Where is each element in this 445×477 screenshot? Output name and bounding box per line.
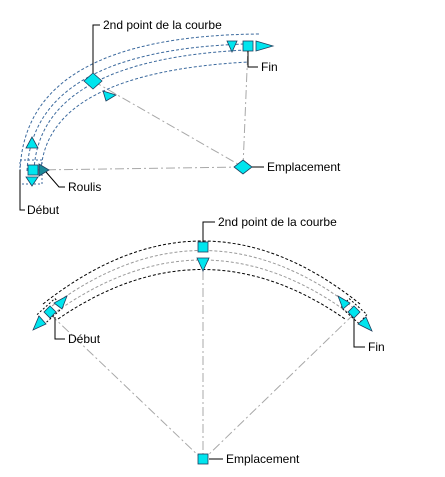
- top-construction-line-start: [33, 166, 244, 171]
- top-wall-outer-edge: [19, 33, 261, 173]
- bottom-curve-width-triangle-arrow-icon[interactable]: [196, 257, 210, 272]
- top-wall-inner-edge: [40, 61, 249, 171]
- bottom-start-lower-triangle-arrow-icon[interactable]: [32, 315, 47, 331]
- top-start-lower-triangle-arrow-icon[interactable]: [25, 176, 39, 187]
- bottom-end-square-grip-icon[interactable]: [347, 305, 361, 319]
- bottom-end-upper-triangle-arrow-icon[interactable]: [337, 295, 351, 310]
- top-roll-grip-icon[interactable]: [38, 163, 50, 177]
- top-end-length-triangle-arrow-icon[interactable]: [255, 40, 275, 52]
- top-start-square-grip-icon[interactable]: [27, 164, 39, 176]
- top-curve-point-diamond-grip-icon[interactable]: [83, 72, 103, 90]
- bottom-label-end: Fin: [368, 340, 385, 354]
- top-leader-start: [19, 170, 25, 211]
- top-leader-curve-point: [92, 24, 100, 73]
- bottom-start-upper-triangle-arrow-icon[interactable]: [53, 295, 68, 310]
- bottom-label-start: Début: [68, 332, 101, 346]
- bottom-label-curve-point: 2nd point de la courbe: [218, 215, 337, 229]
- bottom-curve-point-square-grip-icon[interactable]: [197, 241, 209, 253]
- bottom-wall-inner-edge: [57, 269, 346, 320]
- top-wall-lower-edge: [33, 49, 247, 171]
- top-curve-width-triangle-arrow-icon[interactable]: [102, 90, 117, 102]
- top-label-end: Fin: [261, 60, 278, 74]
- bottom-construction-line-start: [49, 313, 204, 461]
- bottom-leader-start: [54, 317, 65, 340]
- top-leader-roll: [45, 171, 65, 188]
- top-wall-upper-edge: [26, 43, 246, 172]
- top-construction-line-end: [242, 45, 249, 168]
- top-label-start: Début: [27, 203, 60, 217]
- top-end-width-triangle-arrow-icon[interactable]: [226, 40, 238, 53]
- top-leader-end: [247, 51, 258, 68]
- top-label-roll: Roulis: [68, 180, 101, 194]
- top-start-width-triangle-arrow-icon[interactable]: [25, 136, 39, 149]
- top-diagram: 2nd point de la courbe Fin Emplacement R…: [19, 18, 341, 217]
- bottom-location-square-grip-icon[interactable]: [197, 453, 209, 465]
- bottom-leader-end: [353, 318, 365, 348]
- bottom-leader-curve-point: [202, 221, 215, 242]
- bottom-end-lower-triangle-arrow-icon[interactable]: [357, 316, 373, 332]
- top-label-location: Emplacement: [267, 160, 341, 174]
- bottom-wall-outer-edge: [42, 240, 361, 305]
- top-label-curve-point: 2nd point de la courbe: [103, 18, 222, 32]
- bottom-diagram: 2nd point de la courbe Début Fin Emplace…: [32, 215, 385, 466]
- top-construction-line-curve: [92, 80, 244, 168]
- top-location-diamond-grip-icon[interactable]: [233, 159, 253, 175]
- bottom-construction-line-end: [202, 313, 355, 461]
- bottom-label-location: Emplacement: [226, 452, 300, 466]
- top-end-square-grip-icon[interactable]: [242, 40, 254, 52]
- bottom-start-square-grip-icon[interactable]: [43, 305, 57, 319]
